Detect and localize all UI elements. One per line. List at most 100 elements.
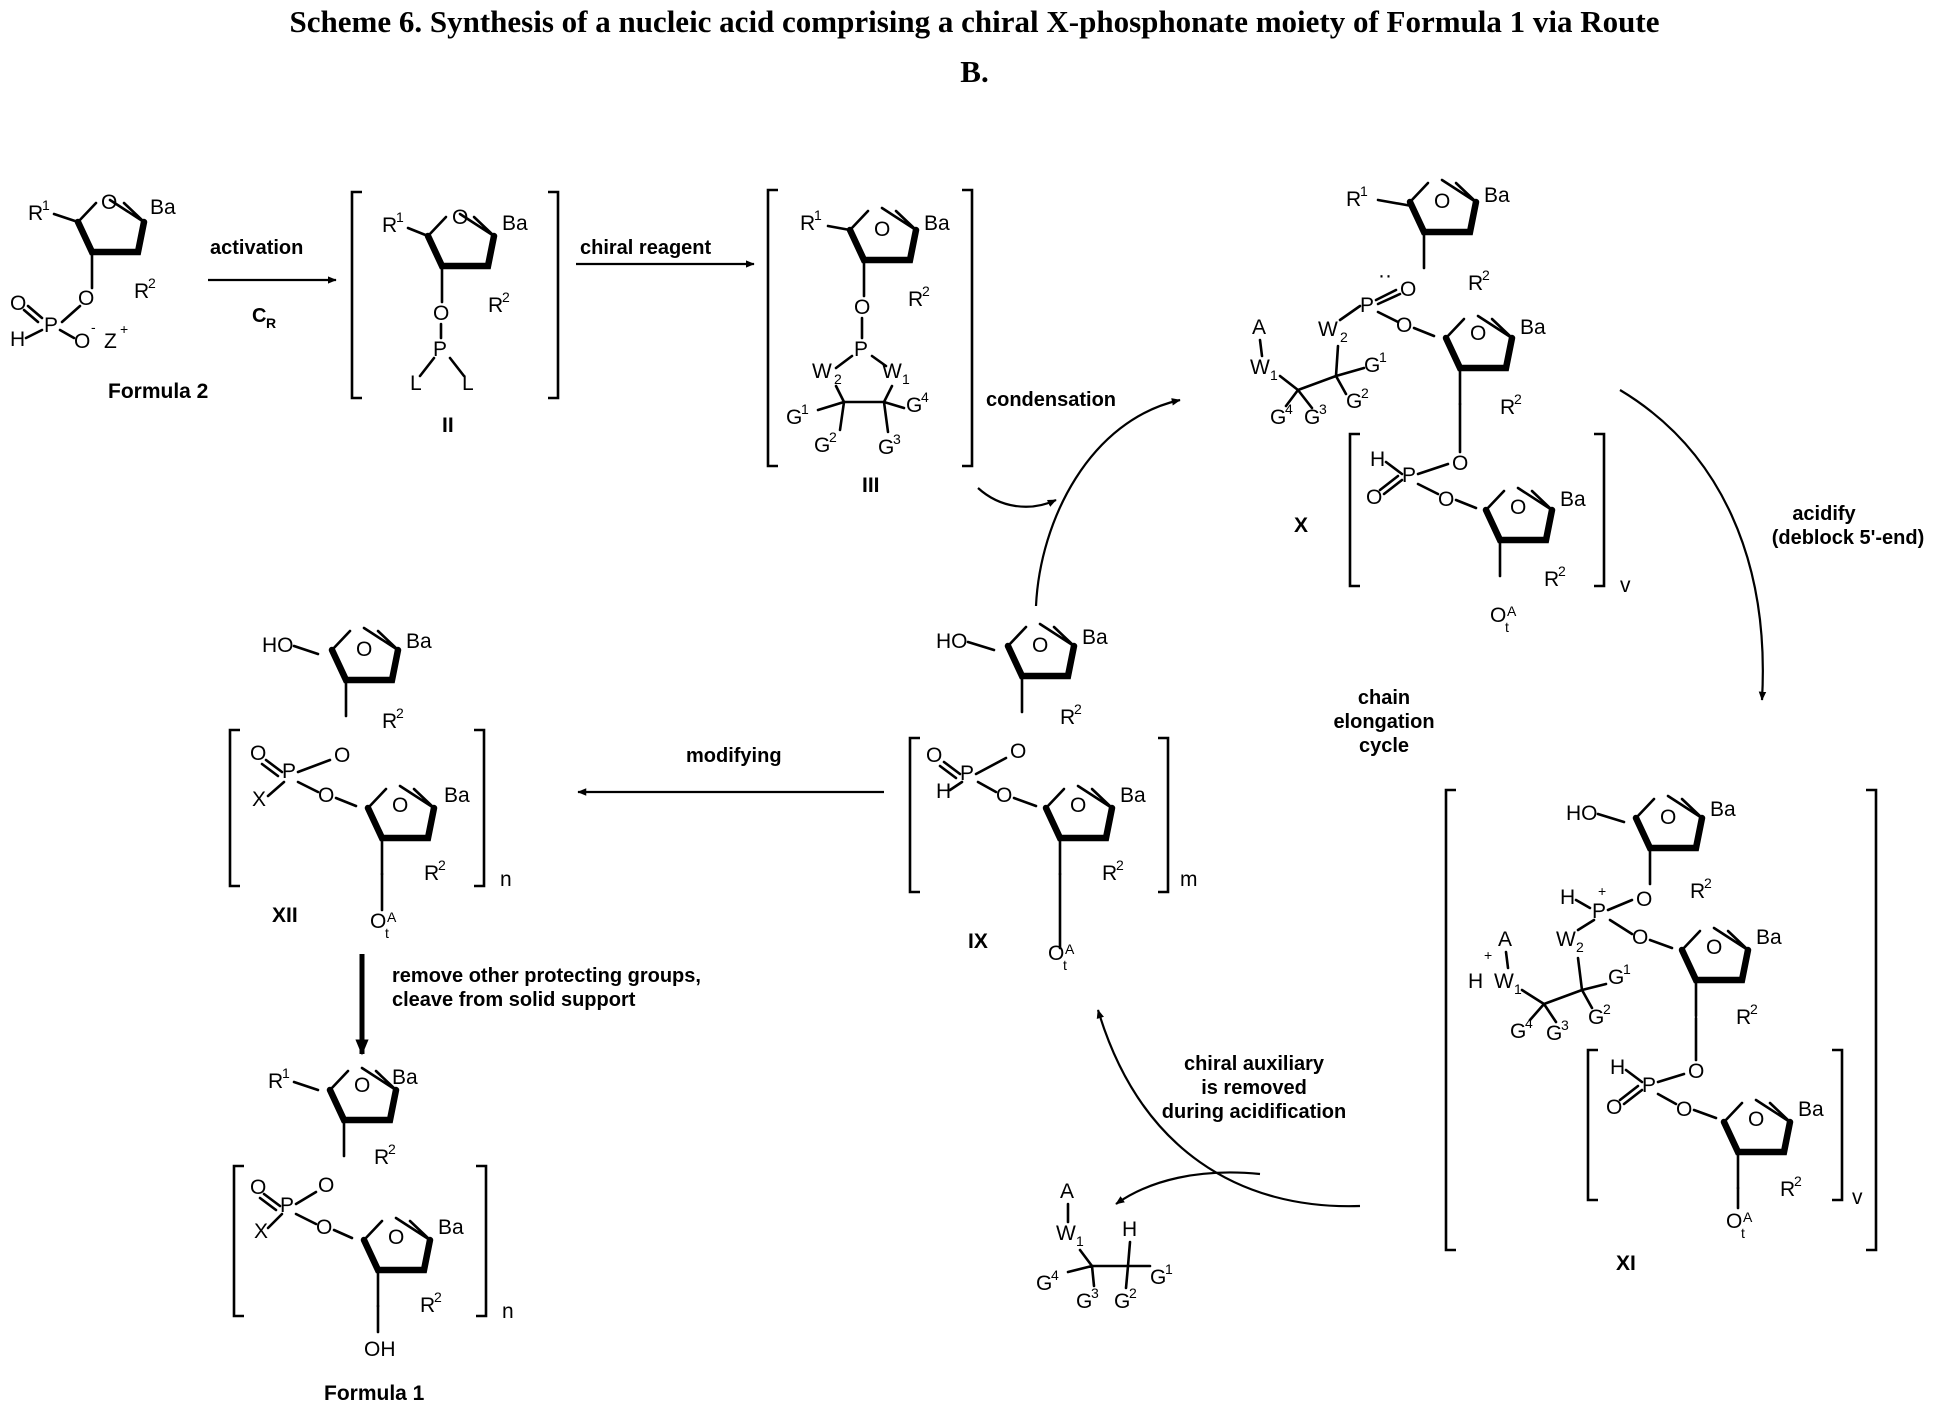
svg-text:P: P (282, 760, 296, 783)
svg-text:O: O (1070, 794, 1086, 817)
svg-text:O: O (1490, 604, 1506, 627)
svg-text:L: L (410, 372, 422, 395)
svg-text:R: R (1736, 1006, 1751, 1029)
svg-text:G: G (1076, 1290, 1092, 1313)
svg-text:R: R (800, 212, 815, 235)
svg-text:3: 3 (1561, 1017, 1569, 1033)
svg-text:2: 2 (1361, 385, 1369, 401)
svg-text:v: v (1620, 574, 1631, 597)
svg-text:O: O (1510, 496, 1526, 519)
svg-text:O: O (1396, 314, 1412, 337)
svg-text:P: P (1360, 294, 1374, 317)
condensation-label: condensation (986, 389, 1116, 411)
svg-text:3: 3 (1319, 401, 1327, 417)
svg-text:P: P (1642, 1074, 1656, 1097)
deblock-label: (deblock 5'-end) (1772, 527, 1925, 549)
svg-text:1: 1 (814, 207, 822, 223)
svg-text:O: O (1048, 942, 1064, 965)
svg-text:O: O (1726, 1210, 1742, 1233)
svg-text:O: O (433, 302, 449, 325)
svg-text:Ba: Ba (1798, 1098, 1824, 1121)
svg-text:P: P (854, 338, 868, 361)
compound-ix-label: IX (968, 930, 988, 953)
svg-text:1: 1 (1379, 349, 1387, 365)
acidify-label: acidify (1792, 503, 1856, 525)
svg-text:+: + (1598, 883, 1606, 899)
svg-text:HO: HO (262, 634, 294, 657)
svg-text:2: 2 (148, 275, 156, 291)
svg-text:G: G (1608, 966, 1624, 989)
svg-text:2: 2 (388, 1141, 396, 1157)
svg-text:G: G (878, 436, 894, 459)
compound-iii-structure: R1 O Ba R2 O P W2 W1 G1 G4 G2 G3 III (768, 190, 972, 497)
svg-text:Ba: Ba (924, 212, 950, 235)
svg-text:Ba: Ba (444, 784, 470, 807)
svg-text:t: t (1741, 1225, 1745, 1241)
svg-text:R: R (1346, 188, 1361, 211)
svg-text:O: O (1606, 1096, 1622, 1119)
svg-text:O: O (1636, 888, 1652, 911)
chiral-reagent-label: chiral reagent (580, 237, 712, 259)
svg-text:Ba: Ba (1520, 316, 1546, 339)
svg-text:O: O (926, 744, 942, 767)
svg-text:O: O (1706, 936, 1722, 959)
svg-text:O: O (996, 784, 1012, 807)
svg-text:O: O (1660, 806, 1676, 829)
svg-text:O: O (1748, 1108, 1764, 1131)
svg-text:R: R (268, 1070, 283, 1093)
svg-text:H: H (1610, 1056, 1625, 1079)
svg-text:R: R (1780, 1178, 1795, 1201)
svg-text:G: G (1304, 406, 1320, 429)
svg-text:m: m (1180, 868, 1198, 891)
svg-text:O: O (1676, 1098, 1692, 1121)
svg-text:O: O (1434, 190, 1450, 213)
cycle-label-2: elongation (1333, 711, 1434, 733)
svg-text:2: 2 (438, 857, 446, 873)
svg-text:W: W (1250, 356, 1270, 379)
svg-text:H: H (1468, 970, 1483, 993)
condensation-arrow (1036, 400, 1180, 606)
svg-text:1: 1 (42, 197, 50, 213)
svg-text:R: R (1468, 272, 1483, 295)
svg-text:W: W (1556, 928, 1576, 951)
svg-text:Ba: Ba (1082, 626, 1108, 649)
formula-2-label: Formula 2 (108, 380, 208, 403)
svg-text:H: H (10, 328, 25, 351)
svg-text:2: 2 (1558, 563, 1566, 579)
svg-text:O: O (354, 1074, 370, 1097)
svg-text:2: 2 (396, 705, 404, 721)
svg-text:2: 2 (1603, 1001, 1611, 1017)
svg-text:H: H (1370, 448, 1385, 471)
cycle-label-1: chain (1358, 687, 1410, 709)
svg-text:4: 4 (921, 389, 929, 405)
formula-1-label: Formula 1 (324, 1382, 425, 1405)
svg-text:1: 1 (1165, 1261, 1173, 1277)
svg-text:O: O (334, 744, 350, 767)
svg-text:n: n (502, 1300, 514, 1323)
svg-text:O: O (1438, 488, 1454, 511)
svg-text:1: 1 (801, 401, 809, 417)
formula-2-structure: R1 O Ba R2 O P O H O- Z+ Formula 2 (10, 191, 208, 403)
svg-text:A: A (1060, 1180, 1074, 1203)
svg-text:G: G (1036, 1272, 1052, 1295)
svg-text:W: W (1494, 970, 1514, 993)
svg-text:O: O (356, 638, 372, 661)
svg-text:O: O (392, 794, 408, 817)
compound-xi-structure: HO O Ba R2 O H P+ O O Ba R2 A+ H W1 W2 G… (1446, 790, 1876, 1275)
svg-text:G: G (786, 406, 802, 429)
svg-text:2: 2 (502, 289, 510, 305)
svg-text:O: O (1452, 452, 1468, 475)
compound-xi-label: XI (1616, 1252, 1636, 1275)
deprotection-label-1: remove other protecting groups, (392, 965, 701, 987)
svg-text:O: O (1470, 322, 1486, 345)
modifying-label: modifying (686, 745, 782, 767)
acidify-arrow (1620, 390, 1763, 700)
svg-text:O: O (1400, 278, 1416, 301)
svg-text:t: t (1505, 619, 1509, 635)
svg-text:2: 2 (1704, 875, 1712, 891)
activation-label: activation (210, 237, 303, 259)
svg-text:O: O (318, 1174, 334, 1197)
svg-text:2: 2 (829, 429, 837, 445)
svg-text:Z: Z (104, 330, 117, 353)
